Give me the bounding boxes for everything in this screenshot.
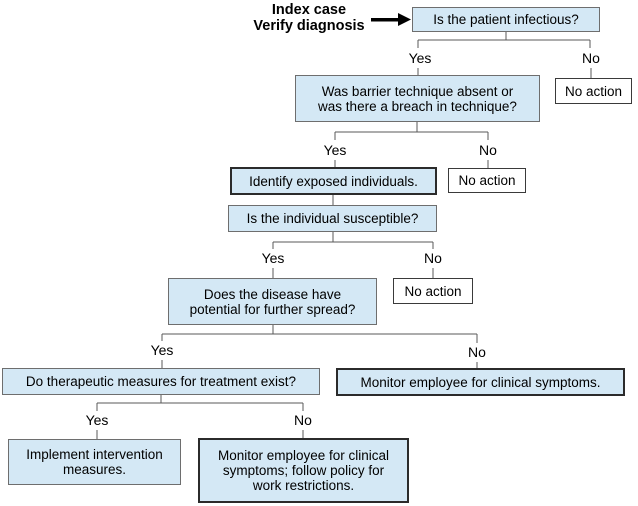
node-implement-line1: Implement intervention — [26, 447, 163, 462]
branch-label-no-4: No — [468, 344, 486, 360]
node-monitor-restrict-line2: symptoms; follow policy for — [222, 463, 385, 478]
index-case-note-line2: Verify diagnosis — [253, 18, 365, 34]
node-therapeutic-measures: Do therapeutic measures for treatment ex… — [2, 368, 320, 395]
node-disease-spread-line1: Does the disease have — [203, 286, 342, 302]
node-barrier-technique-line2: was there a breach in technique? — [318, 98, 517, 114]
branch-label-no-2: No — [479, 142, 497, 158]
node-monitor-restrict-line3: work restrictions. — [252, 478, 355, 493]
node-no-action-1: No action — [555, 78, 632, 104]
node-identify-exposed: Identify exposed individuals. — [230, 167, 437, 195]
arrow-icon — [371, 13, 411, 26]
node-monitor-work-restrictions: Monitor employee for clinical symptoms; … — [198, 438, 409, 503]
node-barrier-technique-line1: Was barrier technique absent or — [321, 83, 514, 99]
node-monitor-employee: Monitor employee for clinical symptoms. — [336, 368, 625, 396]
node-individual-susceptible: Is the individual susceptible? — [228, 205, 437, 232]
node-barrier-technique: Was barrier technique absent or was ther… — [295, 75, 540, 122]
node-disease-spread-potential: Does the disease have potential for furt… — [168, 278, 377, 325]
branch-label-yes-2: Yes — [323, 142, 347, 158]
node-disease-spread-line2: potential for further spread? — [189, 301, 356, 317]
node-no-action-2: No action — [448, 168, 526, 193]
branch-label-no-3: No — [424, 250, 442, 266]
branch-label-yes-5: Yes — [85, 412, 109, 428]
node-monitor-restrict-line1: Monitor employee for clinical — [217, 448, 390, 463]
index-case-note-line1: Index case — [271, 2, 347, 18]
index-case-note: Index case Verify diagnosis — [240, 2, 378, 34]
branch-label-no-1: No — [582, 50, 600, 66]
node-is-patient-infectious: Is the patient infectious? — [412, 7, 600, 32]
branch-label-no-5: No — [294, 412, 312, 428]
branch-label-yes-1: Yes — [408, 50, 432, 66]
node-no-action-3: No action — [393, 278, 473, 304]
branch-label-yes-4: Yes — [150, 342, 174, 358]
node-implement-intervention: Implement intervention measures. — [8, 439, 181, 485]
node-implement-line2: measures. — [62, 462, 127, 477]
branch-label-yes-3: Yes — [261, 250, 285, 266]
